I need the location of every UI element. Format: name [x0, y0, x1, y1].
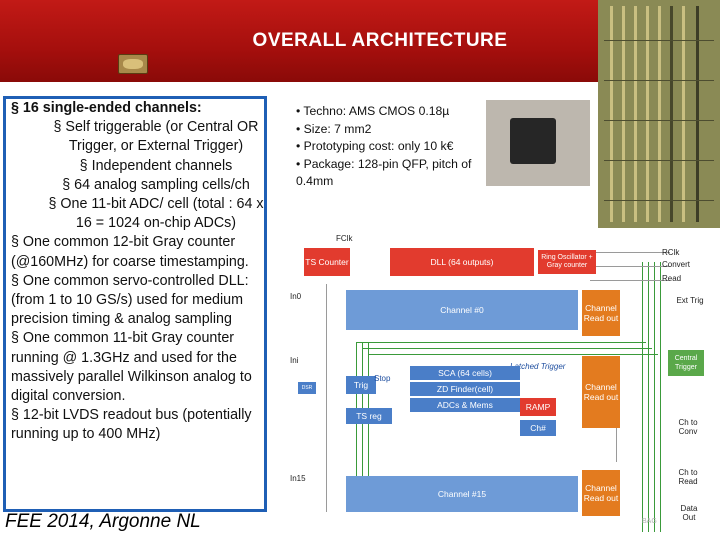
- chip-row: [604, 160, 714, 161]
- trig-block: Trig: [346, 376, 376, 394]
- bullet-independent: § Independent channels: [79, 157, 233, 174]
- rclk-label: RClk: [662, 248, 680, 257]
- chip-column: [634, 6, 637, 222]
- read-label: Read: [662, 274, 682, 283]
- chip-column: [622, 6, 625, 222]
- wire: [616, 412, 617, 462]
- bullet-gray-counter: § One common 12-bit Gray counter (@160MH…: [11, 234, 249, 270]
- channel-15-block: Channel #15: [346, 476, 578, 512]
- ch-to-conv-label: Ch to Conv: [678, 418, 698, 436]
- bullet-self-trigger: § Self triggerable (or Central OR Trigge…: [53, 119, 259, 155]
- right-bullet-list: • Techno: AMS CMOS 0.18µ • Size: 7 mm2 •…: [296, 103, 496, 191]
- channel-15-label: Channel #15: [437, 489, 487, 499]
- data-out-label: Data Out: [680, 504, 698, 522]
- fclk-label: FClk: [336, 234, 353, 243]
- chip-column: [658, 6, 661, 222]
- left-bullet-box: [3, 96, 267, 512]
- wire: [362, 342, 363, 512]
- in15-label: In15: [290, 474, 306, 483]
- wire: [590, 280, 670, 281]
- bullet-channels: § 16 single-ended channels:: [11, 100, 202, 116]
- ch-to-read-label: Ch to Read: [678, 468, 698, 486]
- bullet-adc: § One 11-bit ADC/ cell (total : 64 x 16 …: [48, 196, 264, 232]
- chip-die-photo: [598, 0, 720, 228]
- channel-readout-i: Channel Read out: [582, 356, 620, 428]
- wire: [362, 348, 652, 349]
- in0-label: In0: [290, 292, 302, 301]
- convert-label: Convert: [662, 260, 691, 269]
- ts-reg-block: TS reg: [346, 408, 392, 424]
- latched-trigger-label: Latched Trigger: [510, 362, 566, 371]
- wire: [590, 252, 670, 253]
- ramp-block: RAMP: [520, 398, 556, 416]
- wire: [326, 284, 327, 512]
- bullet-cost: • Prototyping cost: only 10 k€: [296, 139, 454, 154]
- wire: [654, 262, 655, 532]
- wire: [648, 262, 649, 532]
- ts-counter-block: TS Counter: [304, 248, 350, 276]
- wire: [356, 342, 357, 512]
- channel-readout-0: Channel Read out: [582, 290, 620, 336]
- wire: [368, 342, 369, 512]
- chip-row: [604, 120, 714, 121]
- wire: [590, 266, 670, 267]
- logo-icon: [118, 54, 148, 74]
- chip-row: [604, 80, 714, 81]
- chip-column: [682, 6, 685, 222]
- ext-trig-label: Ext Trig: [676, 296, 704, 305]
- wire: [356, 342, 646, 343]
- chip-column: [670, 6, 673, 222]
- dll-block: DLL (64 outputs): [390, 248, 534, 276]
- architecture-diagram: FClk TS Counter DLL (64 outputs) Ring Os…: [290, 232, 718, 532]
- chip-column: [696, 6, 699, 222]
- page-title: OVERALL ARCHITECTURE: [252, 30, 508, 51]
- bullet-techno: • Techno: AMS CMOS 0.18µ: [296, 104, 450, 118]
- bullet-fast-counter: § One common 11-bit Gray counter running…: [11, 330, 252, 405]
- chip-row: [604, 40, 714, 41]
- qfp-chip: [510, 118, 556, 164]
- chip-column: [646, 6, 649, 222]
- chip-row: [604, 200, 714, 201]
- wire: [642, 262, 643, 532]
- ini-label: Ini: [290, 356, 299, 365]
- sca-block: SCA (64 cells): [410, 366, 520, 380]
- bullet-lvds: § 12-bit LVDS readout bus (potentially r…: [11, 407, 252, 443]
- bag-label: BAG: [642, 518, 657, 525]
- channel-0-block: Channel #0: [346, 290, 578, 330]
- chip-column: [610, 6, 613, 222]
- adcs-mems-block: ADCs & Mems: [410, 398, 520, 412]
- bullet-package: • Package: 128-pin QFP, pitch of 0.4mm: [296, 156, 472, 189]
- bullet-dll: § One common servo-controlled DLL: (from…: [11, 272, 249, 328]
- package-photo: [486, 100, 590, 186]
- stop-label: Stop: [374, 374, 391, 383]
- channel-0-label: Channel #0: [440, 305, 484, 315]
- zd-finder-block: ZD Finder(cell): [410, 382, 520, 396]
- bullet-size: • Size: 7 mm2: [296, 121, 372, 136]
- central-trigger-block: Central Trigger: [668, 350, 704, 376]
- wire: [368, 354, 658, 355]
- ring-oscillator-block: Ring Oscillator + Gray counter: [538, 250, 596, 274]
- bullet-sampling-cells: § 64 analog sampling cells/ch: [62, 176, 250, 193]
- footer-text: FEE 2014, Argonne NL: [5, 511, 201, 532]
- channel-readout-15: Channel Read out: [582, 470, 620, 516]
- ch-num-block: Ch#: [520, 420, 556, 436]
- wire: [660, 262, 661, 532]
- dsr-block: DSR: [298, 382, 316, 394]
- left-bullet-list: § 16 single-ended channels: § Self trigg…: [11, 99, 273, 445]
- logo-emblem: [123, 59, 143, 69]
